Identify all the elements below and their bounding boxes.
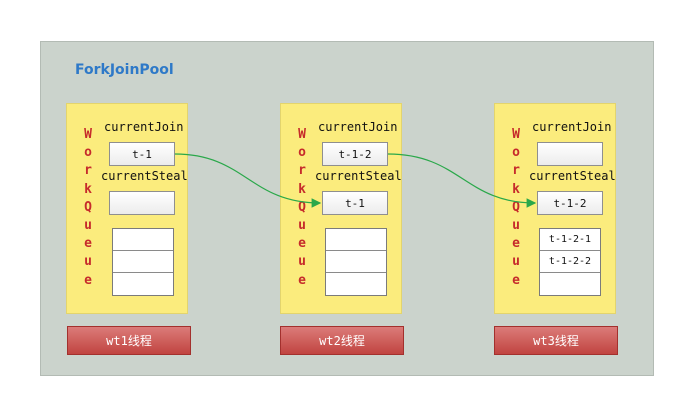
workqueue-label-char: u — [84, 254, 92, 270]
thread-wt1-button[interactable]: wt1线程 — [67, 326, 191, 355]
workqueue-1-task-stack — [112, 228, 174, 296]
workqueue-2-current-steal-box: t-1 — [322, 191, 388, 215]
workqueue-3-task-stack: t-1-2-1 t-1-2-2 — [539, 228, 601, 296]
workqueue-label-char: o — [84, 145, 92, 161]
workqueue-label-char: e — [84, 236, 92, 252]
workqueue-3-current-join-label: currentJoin — [532, 120, 612, 134]
workqueue-3-current-join-box — [537, 142, 603, 166]
workqueue-label-char: r — [512, 163, 520, 179]
workqueue-label-char: r — [84, 163, 92, 179]
workqueue-label-char: k — [84, 181, 92, 197]
task-slot — [326, 251, 386, 273]
workqueue-1-current-join-box: t-1 — [109, 142, 175, 166]
task-slot — [326, 229, 386, 251]
workqueue-3-current-steal-box: t-1-2 — [537, 191, 603, 215]
workqueue-label-char: Q — [298, 199, 306, 215]
task-slot: t-1-2-2 — [540, 251, 600, 273]
workqueue-3-current-steal-label: currentSteal — [529, 169, 616, 183]
task-slot — [113, 229, 173, 251]
workqueue-label-char: W — [512, 127, 520, 142]
workqueue-label-char: u — [84, 218, 92, 234]
workqueue-2-current-steal-label: currentSteal — [315, 169, 402, 183]
task-slot — [113, 251, 173, 273]
workqueue-label-char: Q — [512, 199, 520, 215]
workqueue-label-char: e — [512, 272, 520, 288]
workqueue-label-char: e — [84, 272, 92, 288]
workqueue-label-char: u — [298, 218, 306, 234]
workqueue-label-char: W — [84, 127, 92, 142]
workqueue-2-current-join-label: currentJoin — [318, 120, 398, 134]
workqueue-label-char: o — [298, 145, 306, 161]
workqueue-label-char: r — [298, 163, 306, 179]
thread-wt3-button[interactable]: wt3线程 — [494, 326, 618, 355]
task-slot: t-1-2-1 — [540, 229, 600, 251]
steal-arrow-1 — [174, 153, 322, 208]
workqueue-label-char: k — [512, 181, 520, 197]
workqueue-label-char: u — [512, 218, 520, 234]
steal-arrow-2 — [387, 153, 537, 208]
workqueue-1-current-steal-label: currentSteal — [101, 169, 188, 183]
workqueue-label-char: Q — [84, 199, 92, 215]
thread-wt2-button[interactable]: wt2线程 — [280, 326, 404, 355]
workqueue-1-current-join-label: currentJoin — [104, 120, 184, 134]
workqueue-2-task-stack — [325, 228, 387, 296]
workqueue-label-char: W — [298, 127, 306, 142]
workqueue-2-current-join-box: t-1-2 — [322, 142, 388, 166]
pool-title: ForkJoinPool — [75, 62, 174, 78]
workqueue-label-char: u — [512, 254, 520, 270]
workqueue-label-char: u — [298, 254, 306, 270]
workqueue-1-current-steal-box — [109, 191, 175, 215]
workqueue-label-char: o — [512, 145, 520, 161]
workqueue-label-char: k — [298, 181, 306, 197]
workqueue-label-char: e — [298, 272, 306, 288]
workqueue-label-char: e — [298, 236, 306, 252]
workqueue-label-char: e — [512, 236, 520, 252]
